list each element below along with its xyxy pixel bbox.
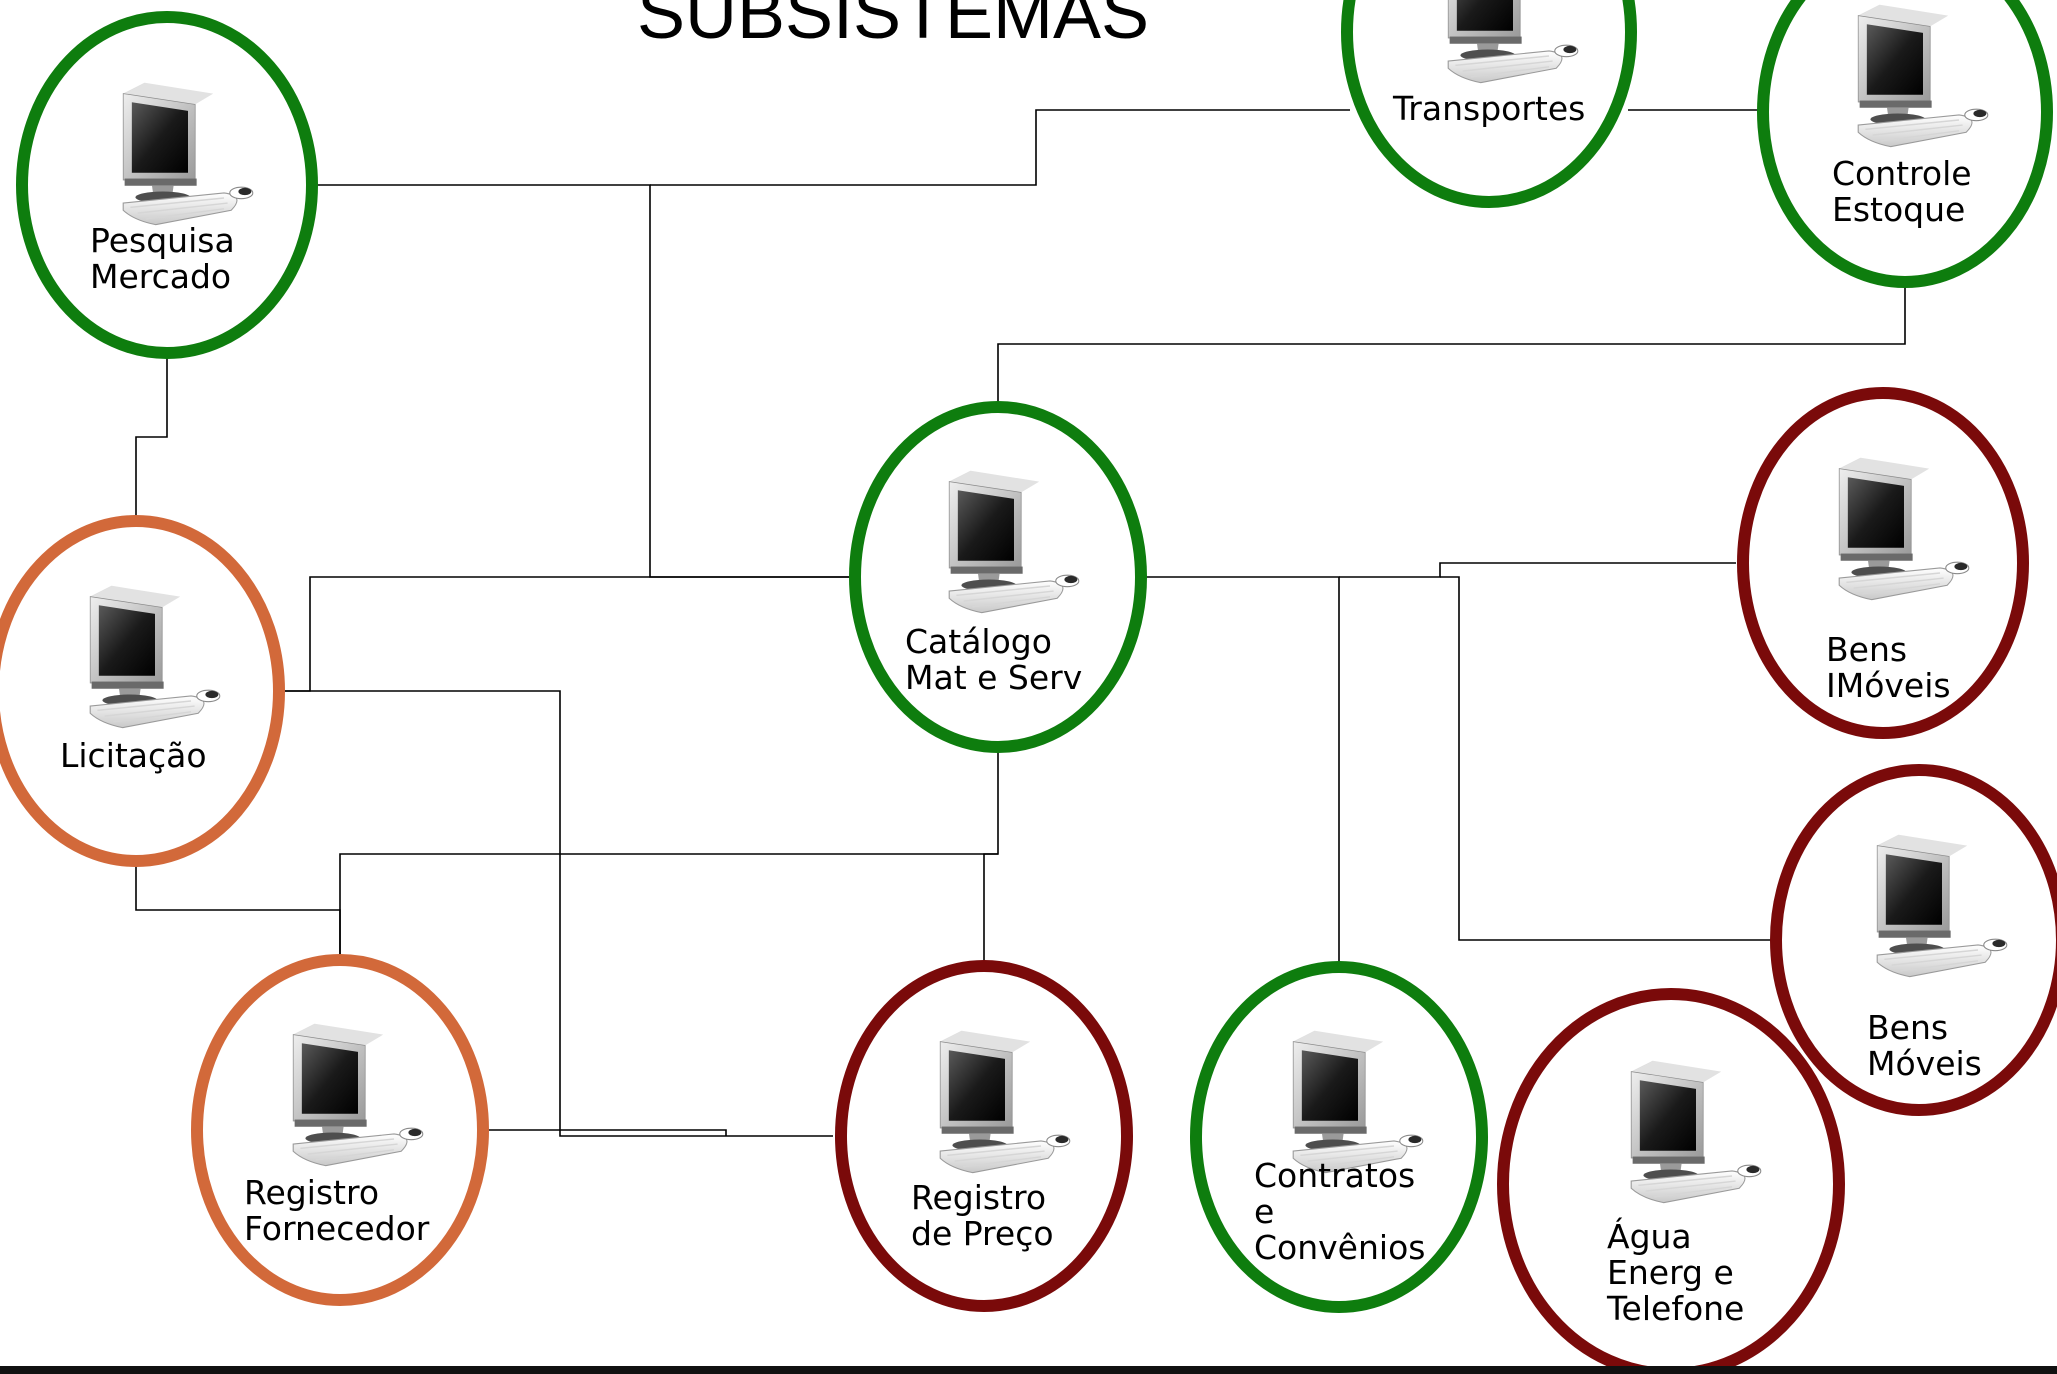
- node-label-line: Água: [1607, 1216, 1692, 1256]
- subsystem-node-licitacao[interactable]: Licitação: [0, 515, 285, 867]
- node-label-line: Móveis: [1867, 1044, 1982, 1083]
- node-label-line: Registro: [911, 1178, 1046, 1217]
- subsystem-node-transportes[interactable]: Transportes: [1341, 0, 1637, 208]
- node-label-line: Controle: [1832, 154, 1972, 193]
- link-licitacao-to-preco: [279, 690, 833, 1137]
- diagram-title: SUBSISTEMAS: [637, 0, 1149, 54]
- node-label: Transportes: [1392, 89, 1585, 128]
- node-label-line: IMóveis: [1826, 666, 1951, 705]
- link-pesquisa-to-catalogo: [318, 184, 855, 578]
- link-estoque-to-catalogo: [997, 284, 1906, 405]
- node-label-line: Fornecedor: [244, 1209, 430, 1248]
- link-catalogo-to-contratos: [1142, 576, 1340, 965]
- connector-lines: [135, 109, 1906, 1137]
- node-label-line: Energ e: [1607, 1253, 1734, 1292]
- node-label-line: e: [1254, 1192, 1274, 1231]
- node-label-line: Pesquisa: [90, 221, 235, 260]
- node-label-line: Estoque: [1832, 190, 1965, 229]
- link-catalogo-to-bens-moveis: [1440, 576, 1773, 941]
- node-label-line: Registro: [244, 1173, 379, 1212]
- link-catalogo-to-preco: [983, 853, 998, 962]
- footer-bar: [0, 1366, 2057, 1374]
- node-label-line: Bens: [1826, 630, 1907, 669]
- link-pesquisa-to-licitacao: [135, 357, 168, 516]
- node-label-line: Transportes: [1392, 89, 1585, 128]
- node-label: Licitação: [60, 736, 207, 775]
- link-catalogo-to-bens-imoveis: [1339, 562, 1736, 578]
- link-transportes-to-pesquisa: [650, 109, 1350, 186]
- link-catalogo-to-licitacao: [279, 576, 855, 692]
- node-label-line: Mat e Serv: [905, 658, 1082, 697]
- link-fornecedor-to-preco: [486, 1129, 727, 1136]
- link-catalogo-to-fornecedor: [339, 751, 999, 956]
- node-label-line: Contratos: [1254, 1156, 1415, 1195]
- link-licitacao-to-fornecedor: [135, 857, 341, 956]
- node-label-line: Catálogo: [905, 622, 1052, 661]
- node-label-line: de Preço: [911, 1214, 1054, 1253]
- node-label-line: Bens: [1867, 1008, 1948, 1047]
- node-label-line: Telefone: [1606, 1289, 1744, 1328]
- node-label-line: Mercado: [90, 257, 231, 296]
- node-label-line: Convênios: [1254, 1228, 1425, 1267]
- node-label-line: Licitação: [60, 736, 207, 775]
